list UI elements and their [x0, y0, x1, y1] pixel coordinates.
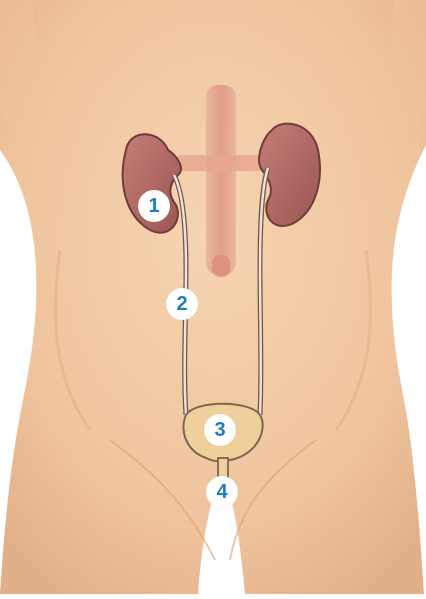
marker-4-urethra: 4 [206, 476, 238, 508]
iliac-vessel [212, 255, 230, 277]
marker-2-ureter: 2 [166, 288, 198, 320]
marker-3-bladder: 3 [204, 414, 236, 446]
aorta-vessel [206, 85, 236, 275]
marker-1-kidney: 1 [138, 190, 170, 222]
renal-vessel-cross [175, 155, 267, 171]
